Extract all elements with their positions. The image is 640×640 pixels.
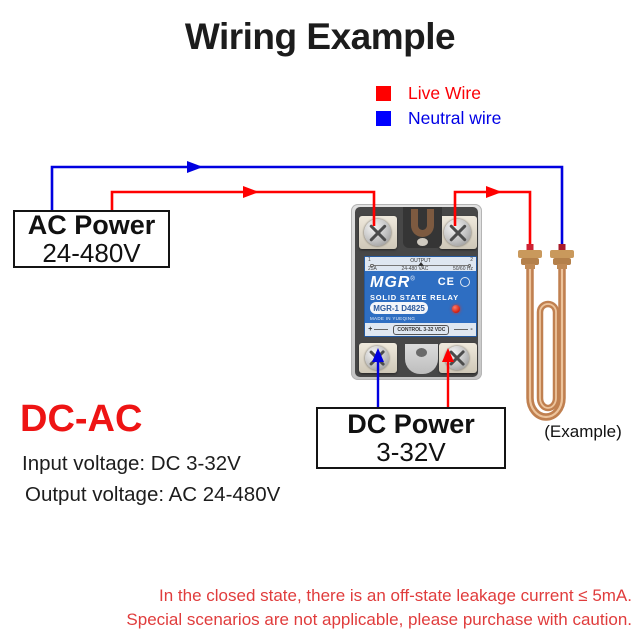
dc-power-label: DC Power: [347, 409, 475, 439]
control-voltage: CONTROL 3-32 VDC: [393, 324, 450, 335]
heater-hex-nut: [550, 250, 574, 258]
relay-body: 1 OUTPUT 2 25A 24-480 VAC 50/60 Hz: [355, 207, 478, 377]
heater-hex-nut: [553, 258, 571, 265]
rating-triangle-icon: [417, 262, 424, 266]
screw-terminal-4: [445, 346, 469, 370]
status-led-icon: [452, 305, 460, 313]
terminal-dot-icon: [467, 263, 471, 267]
legend-live-wire: Live Wire: [376, 81, 501, 106]
brand-row: MGR® CE: [370, 274, 471, 292]
mounting-hole: [417, 238, 428, 246]
heater-pin-cap: [526, 244, 534, 251]
relay-terminal-1-block: [359, 216, 397, 249]
neutral-wire-arrow-icon: [187, 161, 203, 173]
minus-terminal: -: [470, 326, 473, 333]
dc-power-box: DC Power 3-32V: [316, 407, 506, 469]
input-voltage-text: Input voltage: DC 3-32V: [22, 452, 241, 475]
heatsink-clip: [411, 209, 434, 237]
screw-terminal-1: [364, 219, 391, 246]
origin-text: MADE IN YUEQING: [370, 316, 416, 321]
heating-element: [518, 244, 574, 421]
mounting-notch: [403, 207, 442, 248]
legend-label: Live Wire: [408, 83, 481, 103]
terminal-number: 2: [470, 257, 473, 263]
output-voltage-rating: 24-480 VAC: [401, 266, 429, 272]
live-wire-arrow-icon: [243, 186, 259, 198]
ac-power-voltage: 24-480V: [42, 238, 141, 268]
wire-legend: Live Wire Neutral wire: [376, 81, 501, 131]
heater-pin-cap: [558, 244, 566, 251]
frequency-rating: 50/60 Hz: [452, 266, 473, 272]
output-voltage-text: Output voltage: AC 24-480V: [25, 483, 281, 506]
ce-mark: CE: [437, 276, 455, 288]
live-wire-swatch-icon: [376, 86, 391, 101]
solid-state-relay: 1 OUTPUT 2 25A 24-480 VAC 50/60 Hz: [351, 204, 482, 380]
heater-tube-highlight: [528, 269, 564, 419]
heater-hex-nut: [521, 258, 539, 265]
ac-power-label: AC Power: [27, 210, 156, 240]
bottom-mounting-notch: [405, 344, 438, 374]
dash-line: [454, 329, 469, 330]
output-rating-strip: 1 OUTPUT 2 25A 24-480 VAC 50/60 Hz: [365, 257, 476, 272]
neutral-wire-swatch-icon: [376, 111, 391, 126]
product-name: SOLID STATE RELAY: [370, 293, 459, 302]
plus-terminal: +: [368, 326, 373, 333]
relay-terminal-4-block: [439, 343, 477, 373]
relay-terminal-2-block: [439, 216, 477, 249]
screw-terminal-3: [365, 346, 389, 370]
model-badge: MGR-1 D4825: [370, 302, 428, 314]
current-rating: 25A: [368, 266, 377, 272]
heater-collar: [525, 264, 535, 269]
legend-label: Neutral wire: [408, 108, 502, 128]
heater-collar: [557, 264, 567, 269]
example-caption: (Example): [544, 422, 622, 441]
warning-note: In the closed state, there is an off-sta…: [72, 584, 632, 632]
legend-neutral-wire: Neutral wire: [376, 106, 501, 131]
screw-terminal-2: [444, 219, 471, 246]
relay-label: 1 OUTPUT 2 25A 24-480 VAC 50/60 Hz: [364, 256, 477, 337]
heater-loop-highlight: [539, 303, 557, 409]
mounting-hole: [416, 348, 427, 357]
heater-inner-loop: [536, 300, 560, 412]
page-title: Wiring Example: [184, 16, 456, 57]
heater-hex-nut: [518, 250, 542, 258]
mode-title: DC-AC: [20, 398, 143, 440]
live-wire-arrow-icon: [486, 186, 502, 198]
warning-line-2: Special scenarios are not applicable, pl…: [126, 610, 632, 629]
output-label: OUTPUT: [410, 258, 431, 264]
registered-mark: ®: [410, 276, 415, 283]
warning-line-1: In the closed state, there is an off-sta…: [159, 586, 632, 605]
brand-logo: MGR: [370, 274, 411, 291]
ac-power-box: AC Power 24-480V: [13, 210, 170, 268]
dash-line: [374, 329, 389, 330]
control-rating-strip: + CONTROL 3-32 VDC -: [365, 323, 476, 336]
terminal-number: 1: [368, 257, 371, 263]
relay-terminal-3-block: [359, 343, 397, 373]
dc-power-voltage: 3-32V: [376, 437, 446, 467]
heater-outer-tube: [526, 269, 566, 421]
terminal-dot-icon: [370, 263, 374, 267]
cert-mark-icon: [460, 277, 470, 287]
